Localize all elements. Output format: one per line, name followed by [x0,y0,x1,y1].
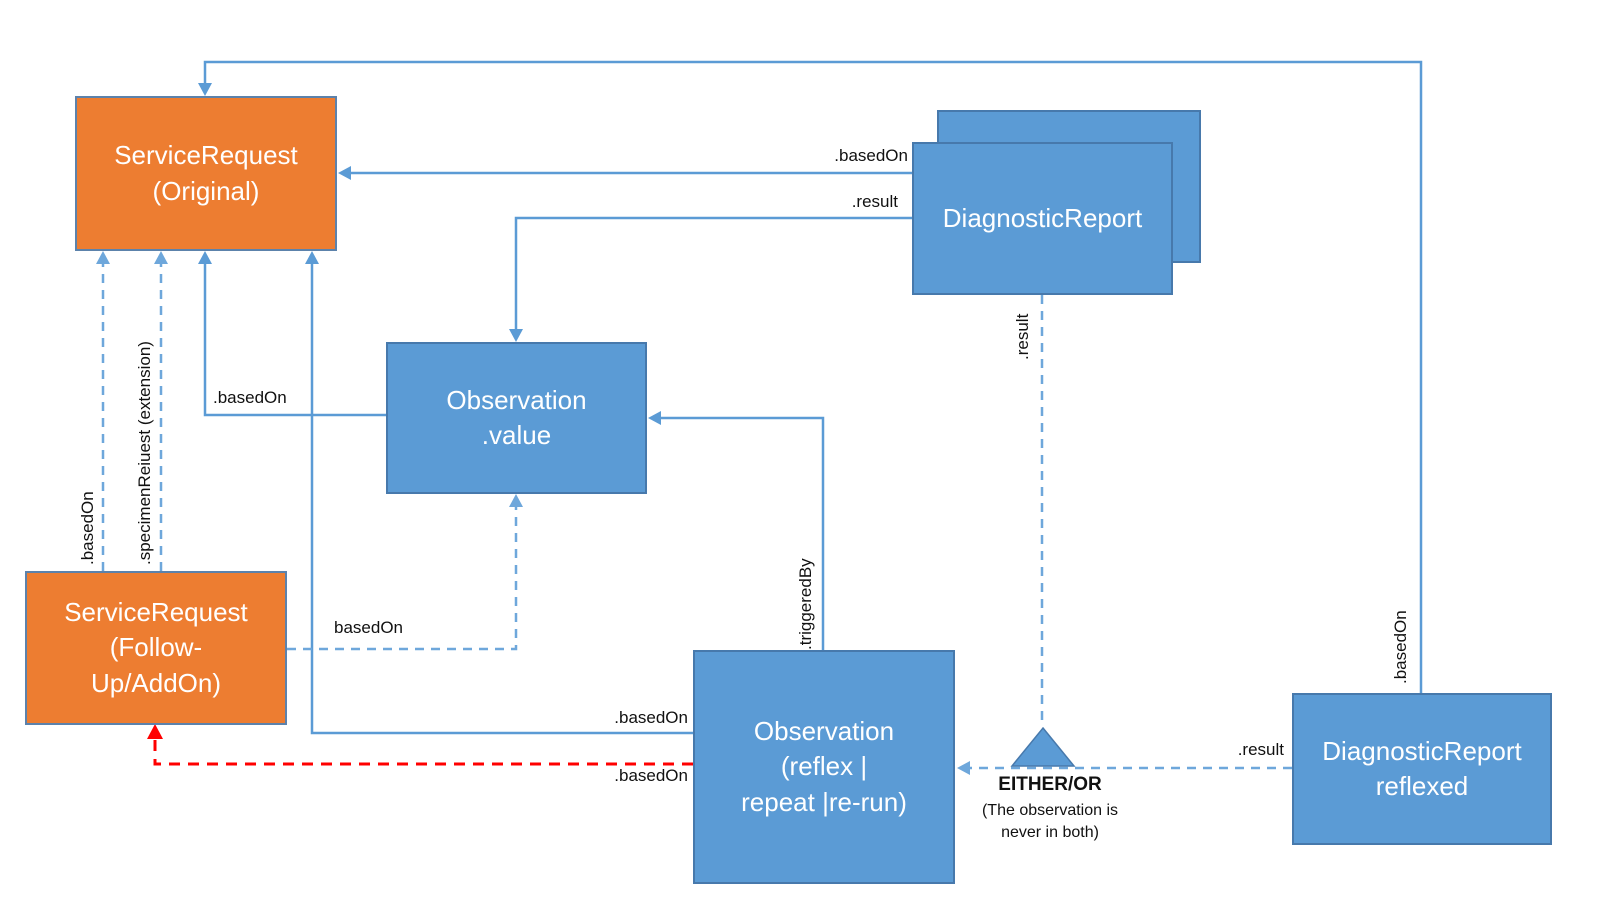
edge-basedon-obsvalue-to-sr [203,264,386,417]
arrowhead-up-obsvalue-bottom [509,494,523,507]
box-servicerequest-followup: ServiceRequest (Follow- Up/AddOn) [25,571,287,725]
either-or-note: (The observation is never in both) [981,802,1119,841]
label-result-reflexed-to-reflex: .result [1237,740,1284,759]
edge-triggeredby-reflex-to-obsvalue [661,416,825,650]
edge-basedon-followup-to-obsvalue [287,507,518,651]
edge-basedon-reflex-to-sr [310,264,693,735]
label-basedon-dr-to-sr: .basedOn [834,146,908,165]
either-or-label: EITHER/OR [998,774,1102,795]
arrowhead-left-sr-right [338,166,351,180]
box-servicerequest-original: ServiceRequest (Original) [75,96,337,251]
edge-result-dr-to-obsvalue [514,216,912,330]
box-diagnosticreport: DiagnosticReport [912,142,1173,295]
arrowhead-up-sr-bottom-3 [96,251,110,264]
arrowhead-up-sr-bottom-2 [305,251,319,264]
box-diagnosticreport-reflexed: DiagnosticReport reflexed [1292,693,1552,845]
arrowhead-up-sr-bottom-4 [154,251,168,264]
label-basedon-reflex-to-followup: .basedOn [614,766,688,785]
label-basedon-reflexed-to-sr: .basedOn [1391,610,1410,684]
either-or-triangle [1010,726,1076,767]
label-basedon-reflex-to-sr: .basedOn [614,708,688,727]
box-observation-value: Observation .value [386,342,647,494]
box-observation-reflex: Observation (reflex | repeat |re-run) [693,650,955,884]
arrowhead-up-sr-bottom-1 [198,251,212,264]
label-result-dr-to-obsvalue: .result [851,192,898,211]
label-basedon-followup-to-sr: .basedOn [78,491,97,565]
label-specimenrequest-followup-to-sr: .specimenReiuest (extension) [135,341,154,565]
label-basedon-followup-to-obsvalue: basedOn [334,618,403,637]
label-basedon-obsvalue-to-sr: .basedOn [213,388,287,407]
arrowhead-up-followup-bottom-red [147,724,163,739]
edge-basedon-reflexed-to-sr [203,60,1423,693]
label-result-dr-to-triangle: .result [1013,313,1032,360]
edge-basedon-reflex-to-followup-red [153,738,693,766]
label-triggeredby-reflex-to-obsvalue: .triggeredBy [796,558,815,650]
arrowhead-down-sr-top [198,83,212,96]
arrowhead-left-reflex-right [957,761,970,775]
arrowhead-down-obsvalue-top [509,329,523,342]
arrowhead-left-obsvalue-right [648,411,661,425]
